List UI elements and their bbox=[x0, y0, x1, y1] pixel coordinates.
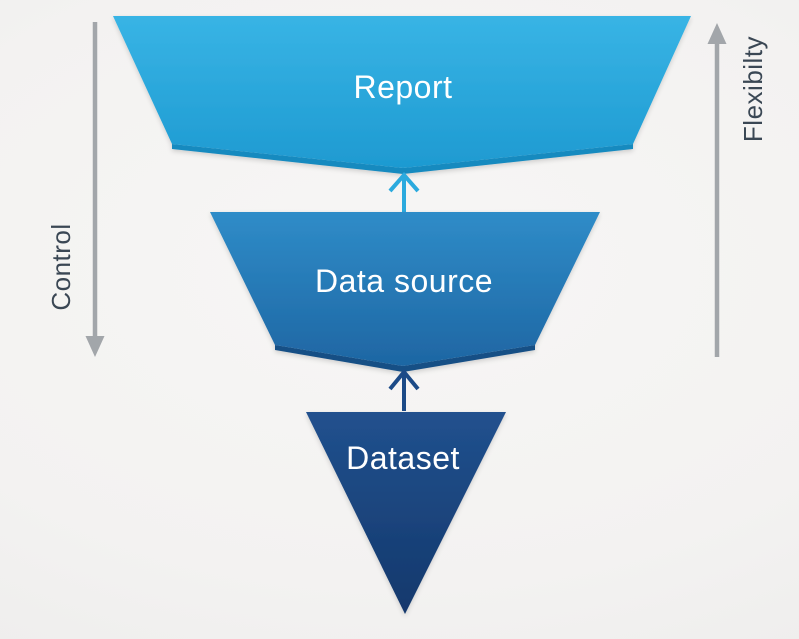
dataset-layer-shape bbox=[306, 412, 506, 614]
report-layer-shape bbox=[113, 16, 691, 168]
datasource-to-report-arrow-icon bbox=[388, 171, 420, 214]
data-source-layer-fold bbox=[275, 345, 535, 372]
flexibility-axis-label: Flexibilty bbox=[738, 36, 768, 142]
dataset-layer: Dataset bbox=[306, 412, 506, 614]
report-layer: Report bbox=[113, 16, 691, 174]
connector-head-light bbox=[388, 171, 420, 193]
connector-head-dark bbox=[388, 368, 420, 391]
dataset-layer-label: Dataset bbox=[346, 440, 460, 476]
flexibility-arrowhead-up-icon bbox=[707, 23, 727, 44]
report-layer-fold bbox=[172, 144, 633, 174]
dataset-to-datasource-arrow-icon bbox=[388, 368, 420, 411]
data-source-layer: Data source bbox=[210, 212, 600, 372]
data-source-layer-label: Data source bbox=[315, 263, 493, 299]
control-axis: Control bbox=[46, 22, 105, 357]
control-axis-label: Control bbox=[46, 223, 76, 310]
control-arrowhead-down-icon bbox=[85, 336, 105, 357]
report-layer-label: Report bbox=[353, 69, 452, 105]
flexibility-axis: Flexibilty bbox=[707, 23, 768, 357]
data-source-layer-shape bbox=[210, 212, 600, 366]
